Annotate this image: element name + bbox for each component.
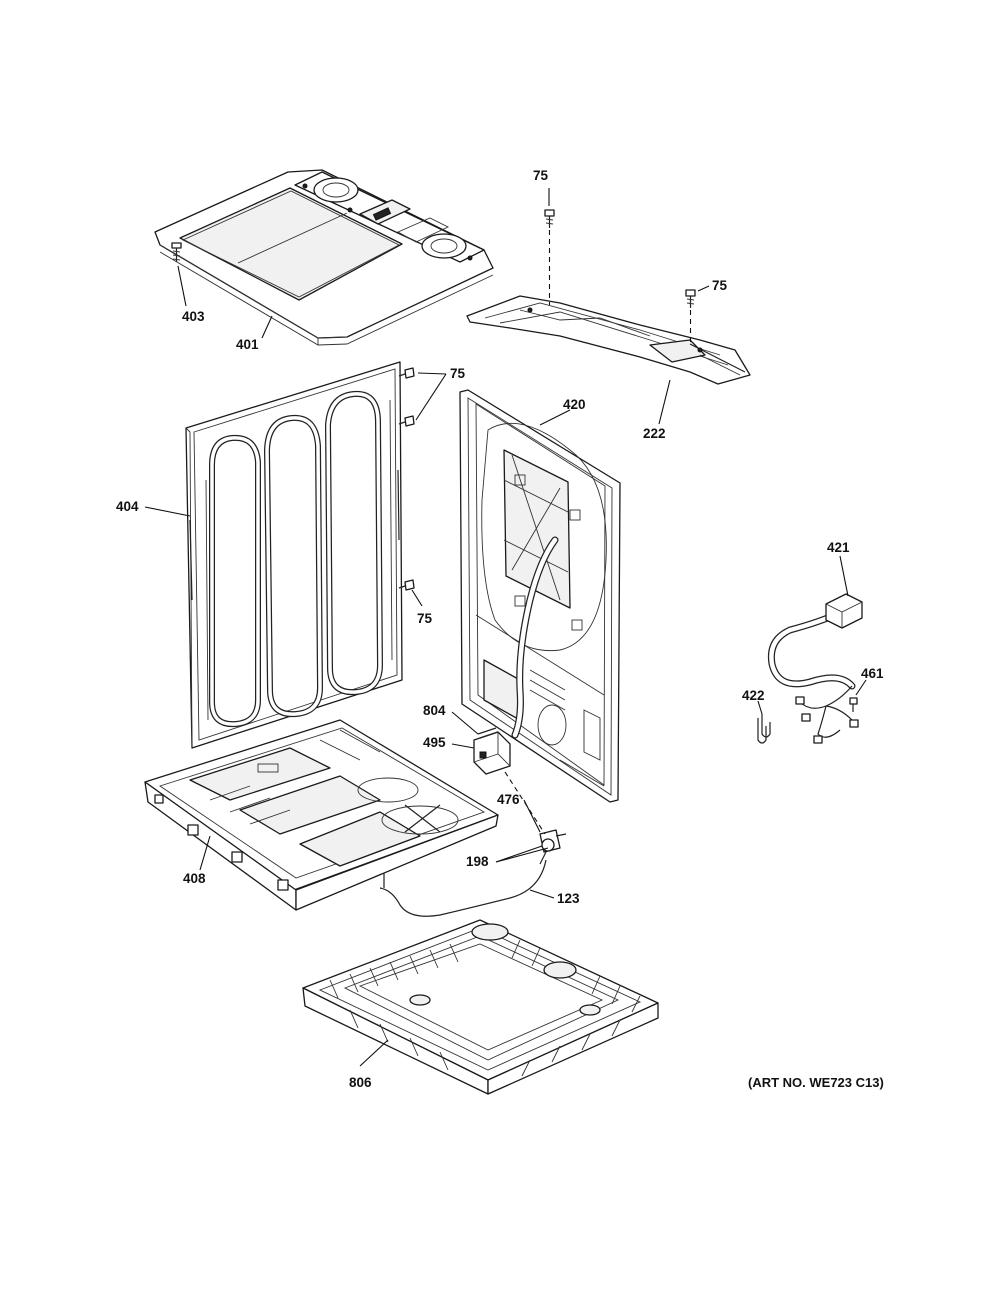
callout-420: 420 [563,397,586,412]
top-panel-401[interactable] [154,169,494,346]
callout-422: 422 [742,688,765,703]
callout-75-right: 75 [712,278,728,293]
screw-75-bracket-top[interactable] [544,209,555,228]
callout-476: 476 [497,792,520,807]
callout-123: 123 [557,891,580,906]
callout-403: 403 [182,309,205,324]
rear-panel-420[interactable] [459,389,621,803]
callout-806: 806 [349,1075,372,1090]
screw-75-side-lower[interactable] [398,579,415,591]
callout-404: 404 [116,499,139,514]
callout-75-top: 75 [533,168,549,183]
pedestal-base-806[interactable] [302,919,659,1095]
callout-495: 495 [423,735,446,750]
callout-75-panel: 75 [450,366,466,381]
valve-476[interactable] [539,829,567,865]
callout-222: 222 [643,426,666,441]
screw-75-bracket-right[interactable] [685,289,696,308]
screw-75-side-upper[interactable] [398,367,415,379]
callout-198: 198 [466,854,489,869]
side-panel-404[interactable] [185,361,403,749]
leader-lines [144,188,867,1067]
callout-461: 461 [861,666,884,681]
callout-75-lower: 75 [417,611,433,626]
clip-422[interactable] [757,714,771,744]
top-frame-bracket-222[interactable] [466,295,751,385]
callout-804: 804 [423,703,446,718]
callout-408: 408 [183,871,206,886]
bracket-495[interactable] [473,731,511,775]
callout-401: 401 [236,337,259,352]
art-number: (ART NO. WE723 C13) [748,1075,884,1090]
screw-75-side-mid[interactable] [398,415,415,427]
tubing-123[interactable] [379,859,547,917]
screw-403[interactable] [171,242,182,262]
power-cord-421[interactable] [767,593,863,690]
callout-421: 421 [827,540,850,555]
wire-harness-461[interactable] [795,685,859,744]
base-408[interactable] [144,719,499,911]
ground-strap-804[interactable] [477,727,499,739]
